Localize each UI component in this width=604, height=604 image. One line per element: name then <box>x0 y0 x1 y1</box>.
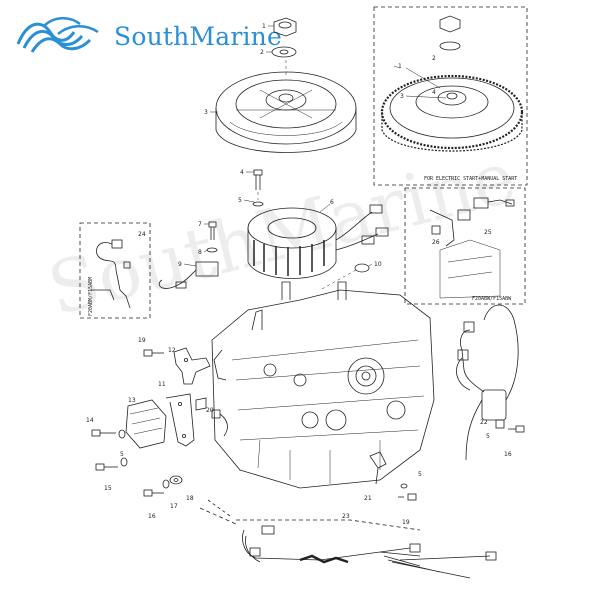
callout-8: 8 <box>198 249 202 256</box>
flywheel-main <box>215 71 357 153</box>
callout-20: 20 <box>206 407 214 414</box>
grommet-18 <box>169 475 183 485</box>
ignition-coil <box>456 304 519 461</box>
callout-12: 12 <box>168 347 176 354</box>
callout-4-inset: 4 <box>432 89 436 96</box>
callout-26: 26 <box>432 239 440 246</box>
caption-f20abm: F20ABM/F15ABM <box>88 277 94 316</box>
regulator-13 <box>125 399 167 449</box>
inset-electric-start <box>373 6 528 186</box>
brand-logo: SouthMarine <box>14 14 282 54</box>
wave-logo-icon <box>16 17 99 53</box>
callout-9: 9 <box>178 261 182 268</box>
callout-5-left: 5 <box>120 451 124 458</box>
caption-f20abw: F20ABW/F15ABW <box>472 296 512 302</box>
callout-23: 23 <box>342 513 350 520</box>
screw-7 <box>206 221 218 253</box>
pulser-coil <box>158 261 219 289</box>
callout-7: 7 <box>198 221 202 228</box>
washer-17 <box>162 479 170 489</box>
plug-10 <box>354 263 370 273</box>
bolt-4 <box>252 169 264 207</box>
bolt-15 <box>95 457 128 471</box>
bolt-14 <box>91 429 126 439</box>
callout-16-right: 16 <box>504 451 512 458</box>
callout-10: 10 <box>374 261 382 268</box>
bracket-21 <box>369 451 387 485</box>
callout-25: 25 <box>484 229 492 236</box>
callout-labels: 1 2 3 4 5 6 7 8 9 10 11 12 13 14 15 16 1… <box>86 23 512 526</box>
screw-19-left <box>143 349 164 357</box>
callout-1: 1 <box>262 23 266 30</box>
callout-18: 18 <box>186 495 194 502</box>
callout-5-right: 5 <box>486 433 490 440</box>
bracket-11 <box>165 393 207 447</box>
callout-11: 11 <box>158 381 166 388</box>
caption-electric-start: FOR ELECTRIC START+MANUAL START <box>424 176 517 182</box>
callout-2: 2 <box>260 49 264 56</box>
screw-16-right <box>508 425 525 433</box>
callout-21: 21 <box>364 495 372 502</box>
callout-1-inset: 1 <box>398 63 402 70</box>
callout-17: 17 <box>170 503 178 510</box>
screw-19-lower <box>398 483 417 501</box>
inset-f20abw <box>404 187 526 305</box>
callout-2-inset: 2 <box>432 55 436 62</box>
callout-16: 16 <box>148 513 156 520</box>
engine-block <box>211 281 435 489</box>
brand-name: SouthMarine <box>114 22 282 51</box>
inset-f20abw-parts <box>429 197 515 299</box>
callout-6: 6 <box>330 199 334 206</box>
bolt-16 <box>143 489 164 497</box>
callout-5: 5 <box>238 197 242 204</box>
callout-19-lower: 19 <box>402 519 410 526</box>
callout-19: 19 <box>138 337 146 344</box>
callout-22: 22 <box>480 419 488 426</box>
callout-5-lower: 5 <box>418 471 422 478</box>
callout-14: 14 <box>86 417 94 424</box>
callout-15: 15 <box>104 485 112 492</box>
stator-coil <box>247 204 389 279</box>
cable-24 <box>90 239 131 309</box>
callout-24: 24 <box>138 231 146 238</box>
flywheel-ring-gear <box>380 15 524 152</box>
flywheel-nut <box>271 17 297 58</box>
callout-3-inset: 3 <box>400 93 404 100</box>
inset-f20abm <box>79 222 151 319</box>
callout-13: 13 <box>128 397 136 404</box>
bracket-12 <box>173 347 211 385</box>
sensor-20 <box>211 409 228 437</box>
callout-4: 4 <box>240 169 244 176</box>
wire-harness <box>199 507 497 579</box>
washer <box>271 46 297 58</box>
callout-3: 3 <box>204 109 208 116</box>
